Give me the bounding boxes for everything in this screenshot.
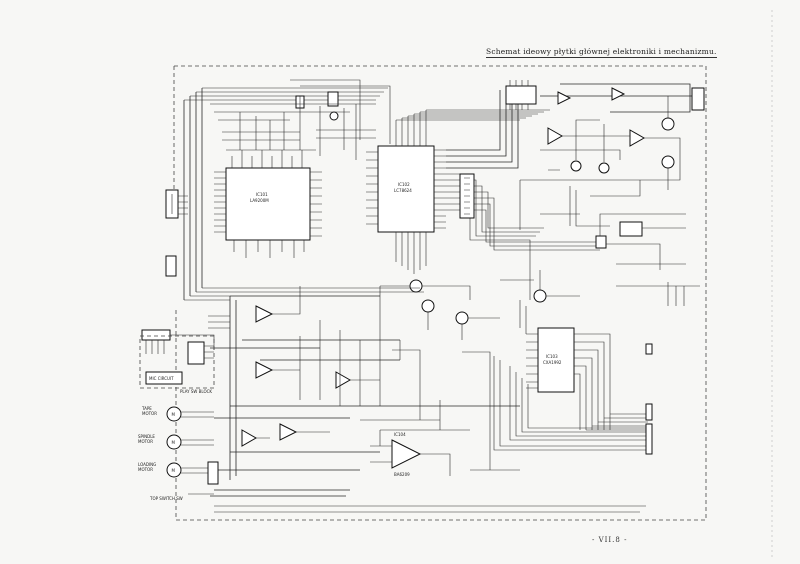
ic104-part: BA6209	[394, 472, 410, 477]
opamp-c	[335, 371, 352, 389]
connector-cn1	[645, 403, 653, 421]
ic103-ref: IC103	[546, 354, 558, 359]
spindle-motor-label-1: SPINDLE	[138, 434, 155, 439]
board-outline	[174, 65, 707, 521]
tape-motor-label-2: MOTOR	[142, 411, 157, 416]
connector-cn3	[645, 343, 653, 355]
connector-cn2	[645, 423, 653, 455]
right-mid-section	[540, 186, 700, 306]
top-right-network	[519, 83, 705, 230]
spindle-motor: M SPINDLE MOTOR	[138, 434, 214, 450]
tape-motor-label-1: TAPE	[141, 406, 152, 411]
top-switch-label: TOP SWITCH SW	[149, 496, 183, 501]
opamp-a	[255, 305, 274, 323]
connector-bottom-left	[141, 329, 171, 341]
mic-circuit-block	[145, 371, 183, 385]
ic103-chip: IC103 CXA1992	[537, 327, 575, 393]
ic102-part: LC78624	[394, 188, 412, 193]
svg-text:M: M	[172, 440, 176, 445]
ic104-ref: IC104	[394, 432, 406, 437]
tape-motor: M TAPE MOTOR	[141, 406, 214, 422]
center-transistors	[380, 270, 580, 340]
page-number: - VII.8 -	[592, 536, 628, 544]
connector-motor	[207, 461, 219, 485]
sw-block-label: PLAY SW BLOCK	[180, 389, 212, 394]
svg-text:M: M	[172, 412, 176, 417]
top-left-components	[210, 79, 391, 160]
opamp-d	[279, 423, 298, 441]
connector-left-lower	[165, 255, 177, 277]
loading-motor-label-1: LOADING	[138, 462, 156, 467]
ic103-part: CXA1992	[543, 360, 562, 365]
opamp-e	[241, 429, 258, 447]
ic-top-driver	[505, 80, 537, 110]
switch-connector	[187, 341, 205, 365]
svg-text:M: M	[172, 468, 176, 473]
mic-circuit-label: MIC CIRCUIT	[149, 376, 174, 381]
ic102-chip: IC102 LC78624	[377, 145, 435, 233]
spindle-motor-label-2: MOTOR	[138, 439, 153, 444]
ic101-chip: IC101 LA9200M	[225, 167, 311, 241]
opamp-b	[255, 361, 274, 379]
loading-motor-label-2: MOTOR	[138, 467, 153, 472]
page-title: Schemat ideowy płytki głównej elektronik…	[486, 47, 717, 58]
loading-motor: M LOADING MOTOR	[138, 462, 214, 478]
ic102-ref: IC102	[398, 182, 410, 187]
ic101-part: LA9200M	[250, 198, 269, 203]
ic101-ref: IC101	[256, 192, 268, 197]
ic104-chip: IC104 BA6209	[370, 429, 470, 477]
